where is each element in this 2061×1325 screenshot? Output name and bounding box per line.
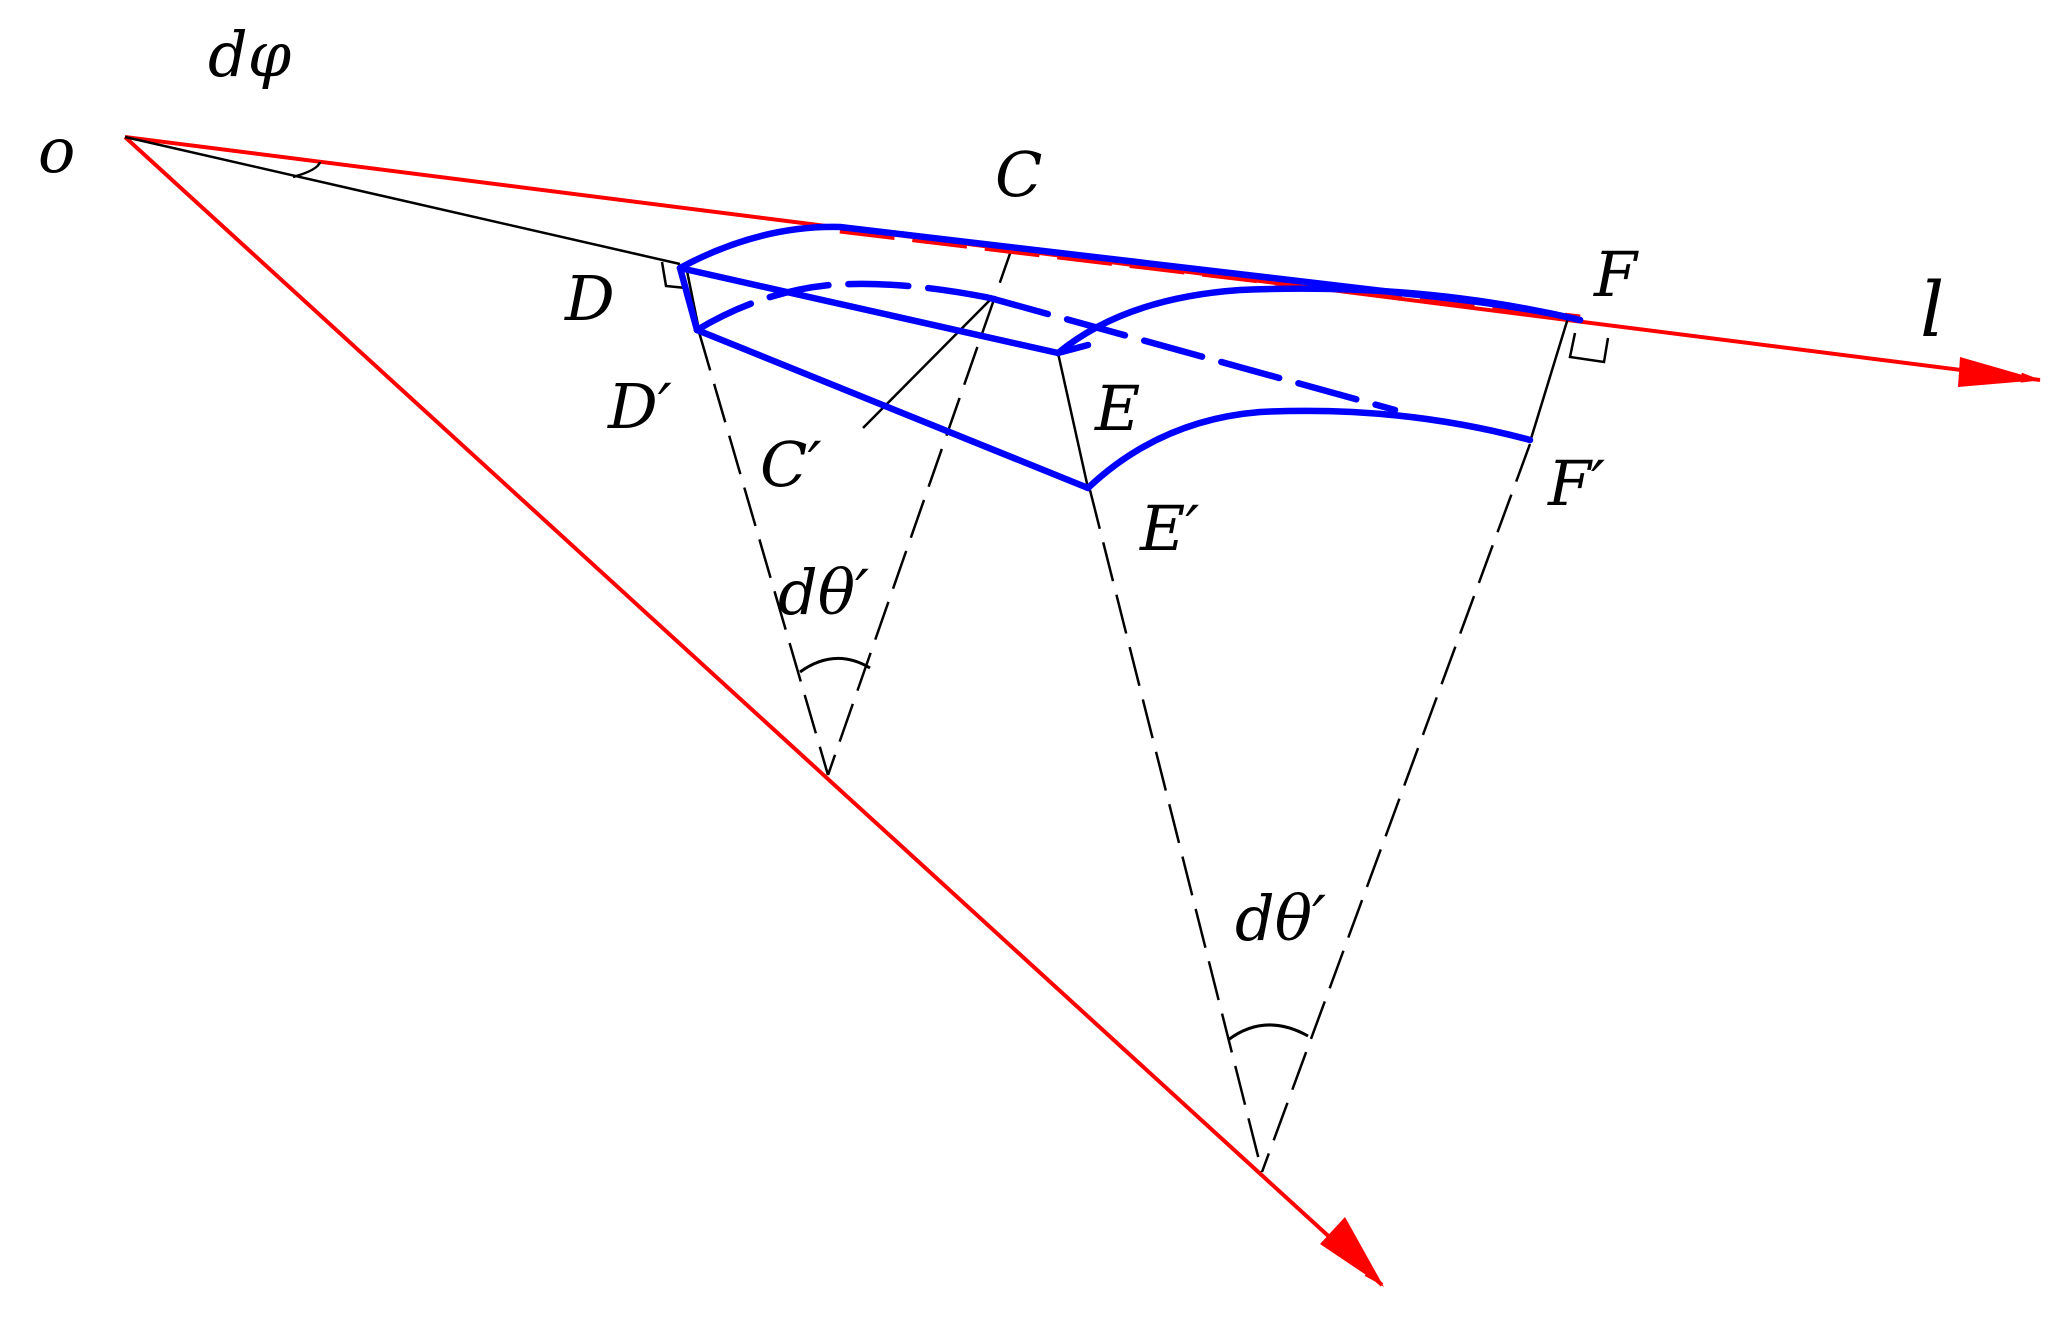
element-blue-hidden	[693, 280, 1399, 414]
arc-Eprime-Fprime	[1084, 407, 1534, 492]
label-Cprime: C′	[760, 428, 822, 501]
label-C: C	[995, 138, 1042, 211]
label-E: E	[1094, 372, 1140, 445]
label-D: D	[564, 262, 615, 335]
arc-E-F	[1054, 285, 1584, 357]
label-dtheta-lower: dθ′	[1235, 882, 1326, 955]
hidden-arc-Dprime-Cprime	[693, 280, 994, 334]
line-E-to-Eprime	[1056, 352, 1090, 489]
label-Dprime: D′	[607, 370, 672, 443]
axes	[123, 135, 2041, 1287]
line-F-to-Fprime	[1528, 317, 1570, 443]
edge-C-corner-E	[1054, 341, 1092, 357]
arrowhead-l	[1958, 357, 2040, 387]
hidden-edge-Cprime-Fprime	[986, 294, 1399, 414]
dashed-Dprime-to-center1	[697, 331, 830, 776]
label-dphi: dφ	[208, 18, 292, 91]
lower-axis	[123, 135, 1384, 1287]
edge-D-E	[676, 264, 1062, 357]
right-angle-mark-F	[1568, 332, 1610, 364]
arrowhead-lower	[1320, 1217, 1384, 1287]
dtheta-arc-lower	[1227, 1023, 1309, 1042]
edge-Dprime-Eprime	[693, 326, 1092, 492]
label-Eprime: E′	[1139, 492, 1199, 565]
label-origin-o: o	[38, 114, 75, 187]
label-Fprime: F′	[1547, 447, 1605, 520]
right-angle-mark-D	[660, 261, 687, 290]
edge-D-Dprime	[676, 264, 701, 334]
dashed-Eprime-to-center2	[1088, 489, 1264, 1173]
element-blue	[676, 223, 1584, 492]
construction-solid	[124, 135, 1610, 489]
label-l: l	[1920, 265, 1944, 354]
label-dtheta-upper: dθ′	[778, 556, 869, 629]
dphi-angle-arc	[292, 161, 322, 179]
line-o-to-D	[124, 135, 681, 266]
dtheta-arc-upper	[799, 656, 871, 674]
dashed-Fprime-to-center2	[1260, 443, 1532, 1173]
label-F: F	[1593, 238, 1639, 311]
dtheta-arcs	[799, 656, 1309, 1042]
